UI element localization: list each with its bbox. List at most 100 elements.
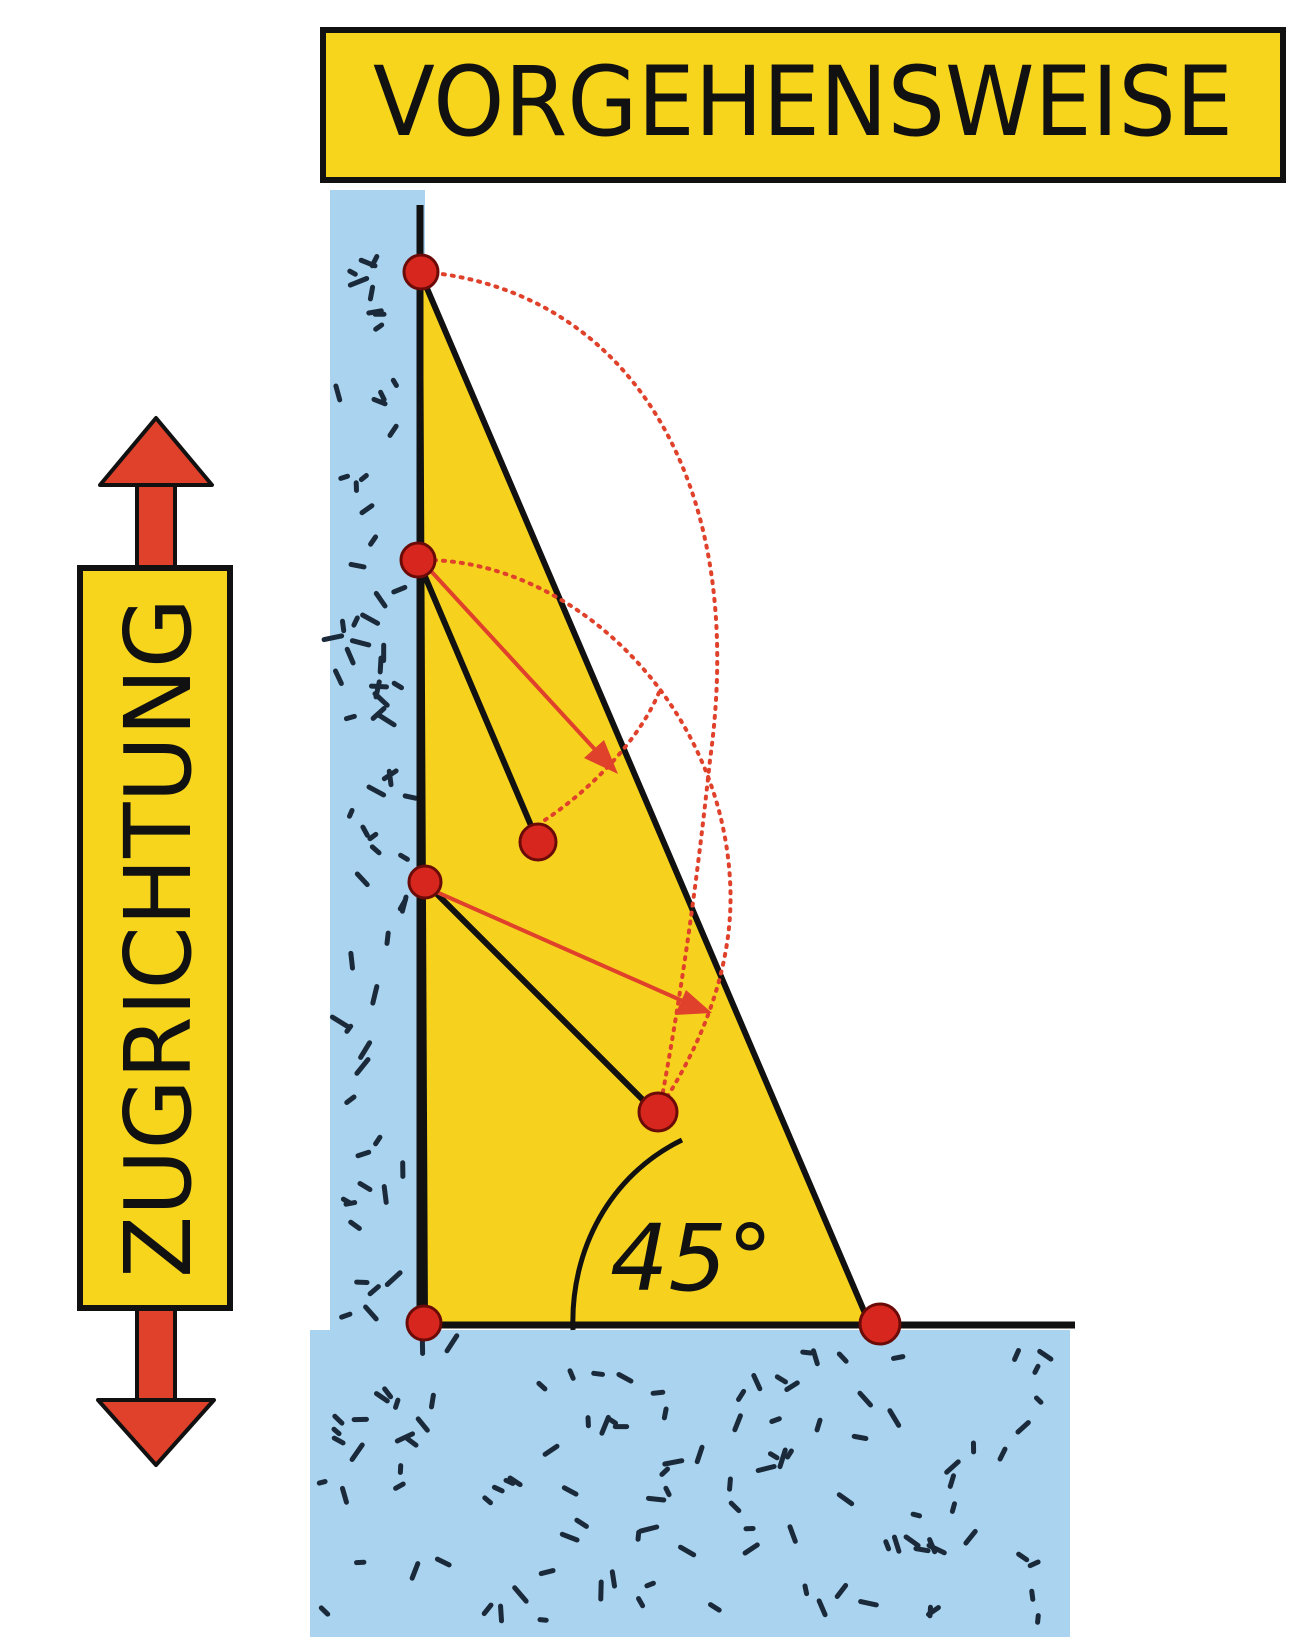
concrete-speckle (644, 1580, 656, 1589)
concrete-speckle (635, 1529, 642, 1542)
concrete-speckle (609, 1569, 618, 1589)
concrete-speckle (891, 1534, 902, 1554)
concrete-speckle (360, 824, 370, 838)
concrete-speckle (398, 852, 410, 862)
concrete-speckle (333, 668, 344, 686)
anchor-point-upper (399, 541, 437, 579)
concrete-speckle (384, 1270, 403, 1287)
concrete-speckle (755, 1464, 777, 1473)
concrete-speckle (359, 503, 375, 516)
concrete-speckle (608, 1417, 619, 1426)
concrete-speckle (536, 1380, 548, 1392)
concrete-speckle (404, 1436, 419, 1448)
concrete-speckle (340, 1485, 349, 1505)
concrete-speckle (802, 1583, 810, 1597)
strut-lower (422, 879, 658, 1115)
concrete-speckle (636, 1596, 646, 1609)
anchor-points (399, 253, 902, 1346)
angle-arc (570, 1137, 684, 1331)
concrete-speckle (347, 807, 355, 819)
concrete-speckle (358, 1040, 373, 1060)
concrete-speckle (751, 1373, 763, 1392)
anchor-point-floor (858, 1302, 902, 1346)
concrete-speckle (347, 276, 370, 288)
concrete-speckle (354, 1057, 371, 1076)
concrete-speckle (661, 1406, 669, 1421)
concrete-speckle (331, 1426, 342, 1437)
concrete-speckle (800, 1349, 814, 1356)
concrete-speckle (397, 897, 408, 912)
concrete-speckle (409, 1561, 421, 1581)
concrete-speckle (947, 1473, 956, 1489)
arrow-down-icon (96, 1306, 216, 1467)
concrete-speckle (777, 1447, 788, 1470)
concrete-speckle (373, 1391, 390, 1404)
concrete-speckle (769, 1416, 782, 1424)
concrete-speckle (366, 784, 387, 798)
concrete-speckle (858, 1599, 879, 1608)
concrete-speckle (382, 1386, 394, 1400)
concrete-speckle (357, 1181, 373, 1193)
concrete-speckle (1016, 1551, 1030, 1563)
concrete-speckle (1012, 1347, 1021, 1362)
concrete-speckle (616, 1372, 634, 1384)
swing-arc-small (423, 558, 733, 1110)
concrete-speckle (378, 389, 387, 403)
concrete-speckle (349, 638, 372, 648)
concrete-speckle (348, 1219, 362, 1231)
concrete-speckle (368, 534, 379, 547)
concrete-speckle (482, 1495, 493, 1506)
anchor-point-top (402, 253, 440, 291)
concrete-speckle (650, 1389, 666, 1396)
concrete-speckle (390, 377, 399, 388)
concrete-speckle (358, 473, 369, 483)
concrete-speckle (1015, 1420, 1031, 1435)
concrete-speckle (1027, 1559, 1041, 1569)
concrete-speckle (887, 1408, 902, 1428)
concrete-speckle (344, 646, 356, 666)
rotation-arrow-upper (428, 568, 618, 774)
concrete-speckle (816, 1598, 828, 1618)
concrete-speckle (913, 1546, 931, 1554)
concrete-speckle (491, 1484, 505, 1494)
concrete-speckle (944, 1459, 961, 1475)
arrow-up-icon (98, 416, 214, 572)
concrete-speckle (727, 1476, 733, 1492)
concrete-speckle (883, 1539, 892, 1552)
concrete-speckle (591, 1370, 606, 1377)
concrete-speckle (343, 713, 357, 722)
concrete-speckle (377, 655, 384, 675)
concrete-speckle (567, 1368, 576, 1381)
concrete-speckle (316, 1479, 328, 1486)
concrete-speckle (339, 618, 347, 634)
concrete-speckle (784, 1380, 800, 1393)
concrete-speckle (903, 1534, 921, 1548)
concrete-speckle (662, 1458, 685, 1467)
pull-direction-indicator: ZUGRICHTUNG (77, 416, 233, 1467)
title-text: VORGEHENSWEISE (373, 46, 1233, 158)
concrete-speckle (381, 1184, 389, 1205)
concrete-speckle (732, 1413, 743, 1433)
concrete-speckle (574, 1517, 589, 1529)
concrete-speckle (347, 268, 358, 277)
concrete-speckle (736, 1388, 747, 1402)
concrete-speckle (371, 396, 388, 407)
concrete-speckle (851, 1433, 869, 1441)
concrete-speckle (367, 831, 379, 842)
concrete-speckle (333, 383, 343, 403)
concrete-speckle (386, 768, 394, 788)
concrete-speckle (384, 930, 391, 946)
concrete-speckle (332, 1413, 345, 1426)
rotation-arrow-lower (431, 888, 712, 1015)
concrete-speckle (538, 1568, 556, 1577)
concrete-speckle (370, 706, 387, 721)
concrete-speckle (360, 612, 381, 626)
concrete-speckle (542, 1443, 560, 1457)
concrete-speckle (857, 1390, 873, 1408)
concrete-speckle (708, 1602, 722, 1613)
concrete-speckle (1029, 1588, 1036, 1602)
concrete-speckle (814, 1417, 823, 1433)
concrete-speckle (559, 1531, 580, 1543)
concrete-speckle (481, 1602, 494, 1617)
